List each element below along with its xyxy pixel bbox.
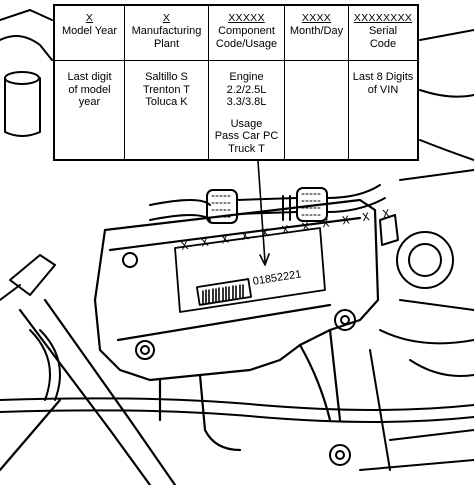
column-title: Component — [218, 25, 275, 37]
column-month-day: XXXX Month/Day — [285, 6, 349, 159]
right-details — [369, 169, 474, 471]
body-line: year — [78, 96, 101, 108]
body-line: Trenton T — [142, 83, 191, 96]
body-line: Toluca K — [145, 96, 188, 108]
column-title: Manufacturing — [131, 25, 202, 37]
code-placeholder: X — [85, 12, 94, 24]
left-connector — [0, 254, 56, 301]
body-line: Usage — [230, 117, 263, 130]
column-title: Plant — [153, 38, 180, 50]
column-title: Code/Usage — [215, 38, 278, 50]
body-line: Last 8 Digits — [352, 71, 414, 83]
body-line: of model — [68, 83, 111, 96]
column-component-code: XXXXX Component Code/Usage Engine 2.2/2.… — [209, 6, 285, 159]
label-plate — [174, 227, 326, 313]
body-line: Last digit — [67, 71, 112, 83]
code-placeholder: X — [162, 12, 171, 24]
column-body: Saltillo S Trenton T Toluca K — [125, 61, 208, 109]
round-cap — [379, 214, 454, 289]
body-line: Pass Car PC — [214, 130, 279, 142]
body-line: 2.2/2.5L — [226, 83, 267, 96]
column-title: Month/Day — [289, 25, 344, 37]
lower-wiring — [0, 329, 474, 471]
column-title: Model Year — [61, 25, 118, 37]
column-header: X Manufacturing Plant — [125, 6, 208, 61]
engine-code-table: X Model Year Last digit of model year X … — [53, 4, 419, 161]
column-header: XXXXXXXX Serial Code — [349, 6, 417, 61]
column-body: Last digit of model year — [55, 61, 124, 109]
column-header: XXXX Month/Day — [285, 6, 348, 61]
body-line: 3.3/3.8L — [226, 96, 267, 108]
barcode — [202, 284, 244, 305]
column-title: Code — [369, 38, 397, 50]
body-line: Engine — [229, 71, 264, 83]
column-title: Serial — [368, 25, 398, 37]
pointer-arrow — [257, 160, 270, 266]
column-manufacturing-plant: X Manufacturing Plant Saltillo S Trenton… — [125, 6, 209, 159]
code-placeholder: XXXXX — [228, 12, 265, 24]
column-body: Engine 2.2/2.5L 3.3/3.8L Usage Pass Car … — [209, 61, 284, 155]
cylinder-part — [0, 9, 53, 137]
body-line: of VIN — [367, 83, 399, 96]
column-header: X Model Year — [55, 6, 124, 61]
bolts — [122, 252, 356, 466]
upper-right-parts — [419, 29, 474, 161]
code-placeholder: XXXXXXXX — [353, 12, 413, 24]
engine-block — [93, 198, 380, 452]
body-line: Saltillo S — [145, 71, 188, 83]
column-serial-code: XXXXXXXX Serial Code Last 8 Digits of VI… — [349, 6, 417, 159]
column-body — [285, 61, 348, 71]
column-model-year: X Model Year Last digit of model year — [55, 6, 125, 159]
body-line: Truck T — [228, 142, 265, 155]
column-body: Last 8 Digits of VIN — [349, 61, 417, 96]
code-placeholder: XXXX — [301, 12, 332, 24]
drive-belt — [0, 298, 177, 485]
column-header: XXXXX Component Code/Usage — [209, 6, 284, 61]
